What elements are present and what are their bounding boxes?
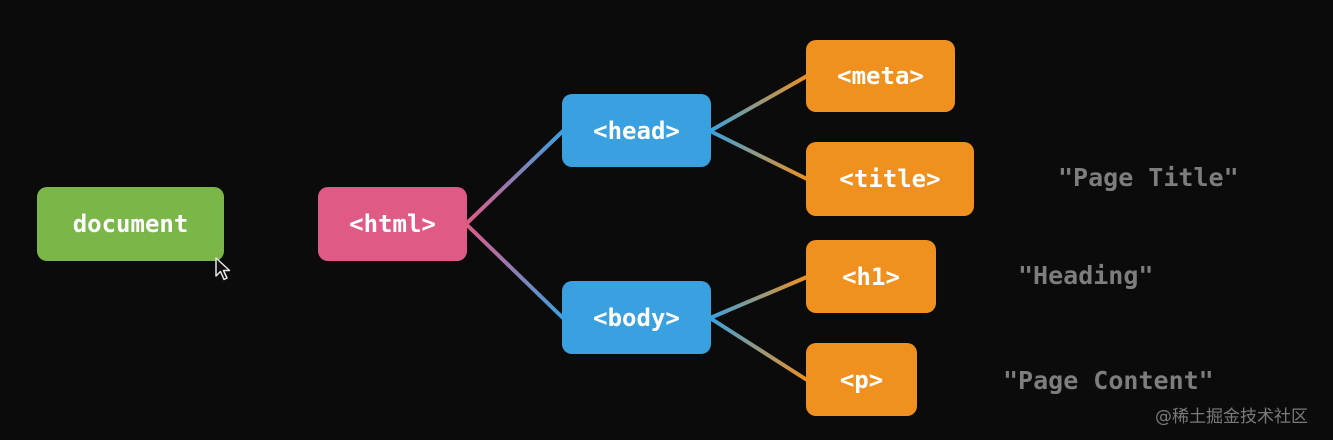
watermark: @稀土掘金技术社区 [1155,407,1308,427]
arrow-cursor-icon [215,257,231,281]
node-document[interactable]: document [37,187,224,261]
text-node-heading: "Heading" [1018,261,1154,290]
edge-head-meta [708,74,809,133]
edge-html-body [464,222,565,320]
node-head[interactable]: <head> [562,94,711,167]
node-html[interactable]: <html> [318,187,467,261]
edge-head-title [708,129,809,181]
edge-body-p [708,316,809,382]
node-meta[interactable]: <meta> [806,40,955,112]
text-node-page-title: "Page Title" [1058,163,1239,192]
text-node-page-content: "Page Content" [1003,366,1214,395]
node-title[interactable]: <title> [806,142,974,216]
node-body[interactable]: <body> [562,281,711,354]
node-p[interactable]: <p> [806,343,917,416]
edge-html-head [464,129,565,226]
edge-body-h1 [708,275,809,320]
node-h1[interactable]: <h1> [806,240,936,313]
